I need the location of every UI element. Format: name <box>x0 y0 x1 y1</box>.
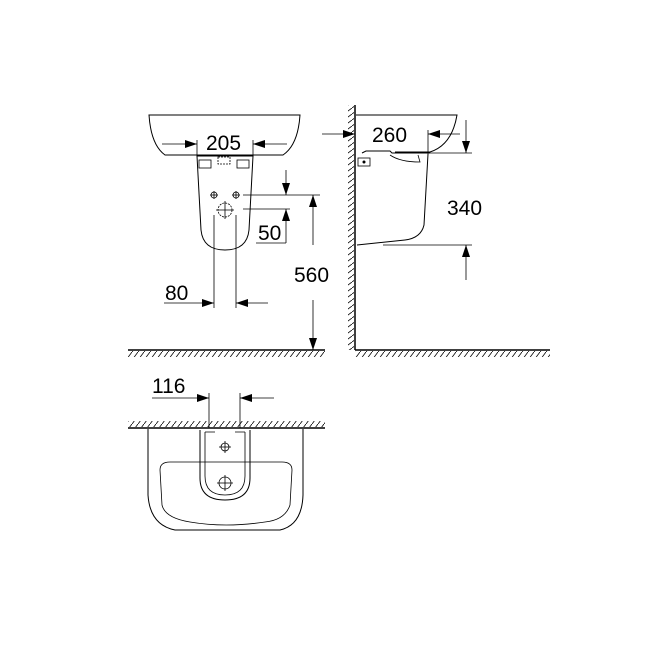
pedestal-front <box>196 155 254 251</box>
dimension-50: 50 <box>243 170 320 245</box>
floor-line-side <box>355 349 550 357</box>
basin-side <box>356 114 458 153</box>
dim-label-116: 116 <box>152 375 185 398</box>
basin-top <box>147 429 304 531</box>
floor-line-front <box>128 349 325 357</box>
top-view: 116 <box>128 375 325 531</box>
dimension-80: 80 <box>164 215 268 308</box>
pedestal-side <box>356 153 429 246</box>
dim-label-205: 205 <box>206 132 241 155</box>
front-view: 205 50 560 80 <box>128 114 329 357</box>
dimension-260: 260 <box>322 124 460 154</box>
dim-label-560: 560 <box>294 264 329 287</box>
wall-line-side <box>348 105 356 350</box>
pedestal-top <box>199 430 251 501</box>
dim-label-260: 260 <box>372 124 407 147</box>
dimension-116: 116 <box>152 375 274 428</box>
side-view: 260 340 <box>322 105 550 357</box>
fixing-holes <box>210 191 240 219</box>
dimension-340: 340 <box>383 120 482 280</box>
dim-label-50: 50 <box>258 222 281 245</box>
dimension-205: 205 <box>162 132 287 157</box>
dimension-560: 560 <box>294 195 329 350</box>
dim-label-80: 80 <box>165 282 188 305</box>
wall-line-top <box>128 421 325 429</box>
dim-label-340: 340 <box>447 197 482 220</box>
basin-front <box>148 114 301 156</box>
